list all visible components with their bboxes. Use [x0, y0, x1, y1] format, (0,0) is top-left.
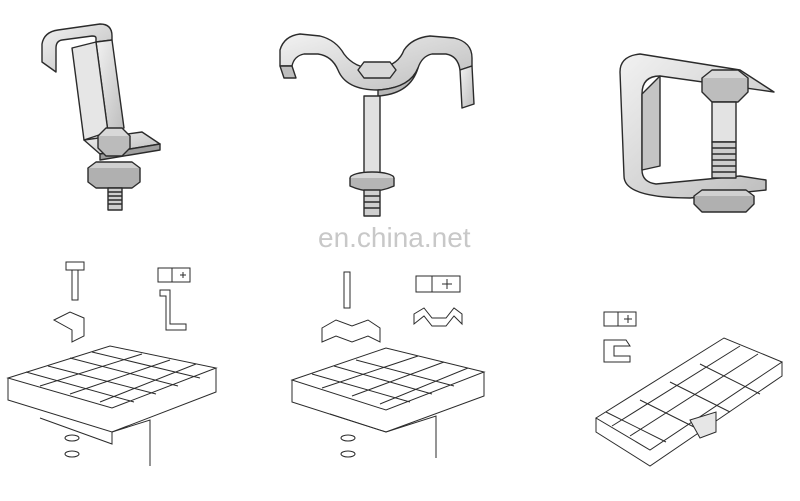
grating-assembly-1 — [6, 261, 218, 466]
grating-assembly-2 — [290, 271, 486, 458]
grating-assembly-3 — [595, 311, 784, 467]
watermark-text: en.china.net — [318, 222, 471, 253]
c-clamp-illustration — [619, 53, 775, 213]
saddle-clamp-illustration — [279, 33, 475, 217]
j-hook-clamp-illustration — [41, 23, 161, 211]
